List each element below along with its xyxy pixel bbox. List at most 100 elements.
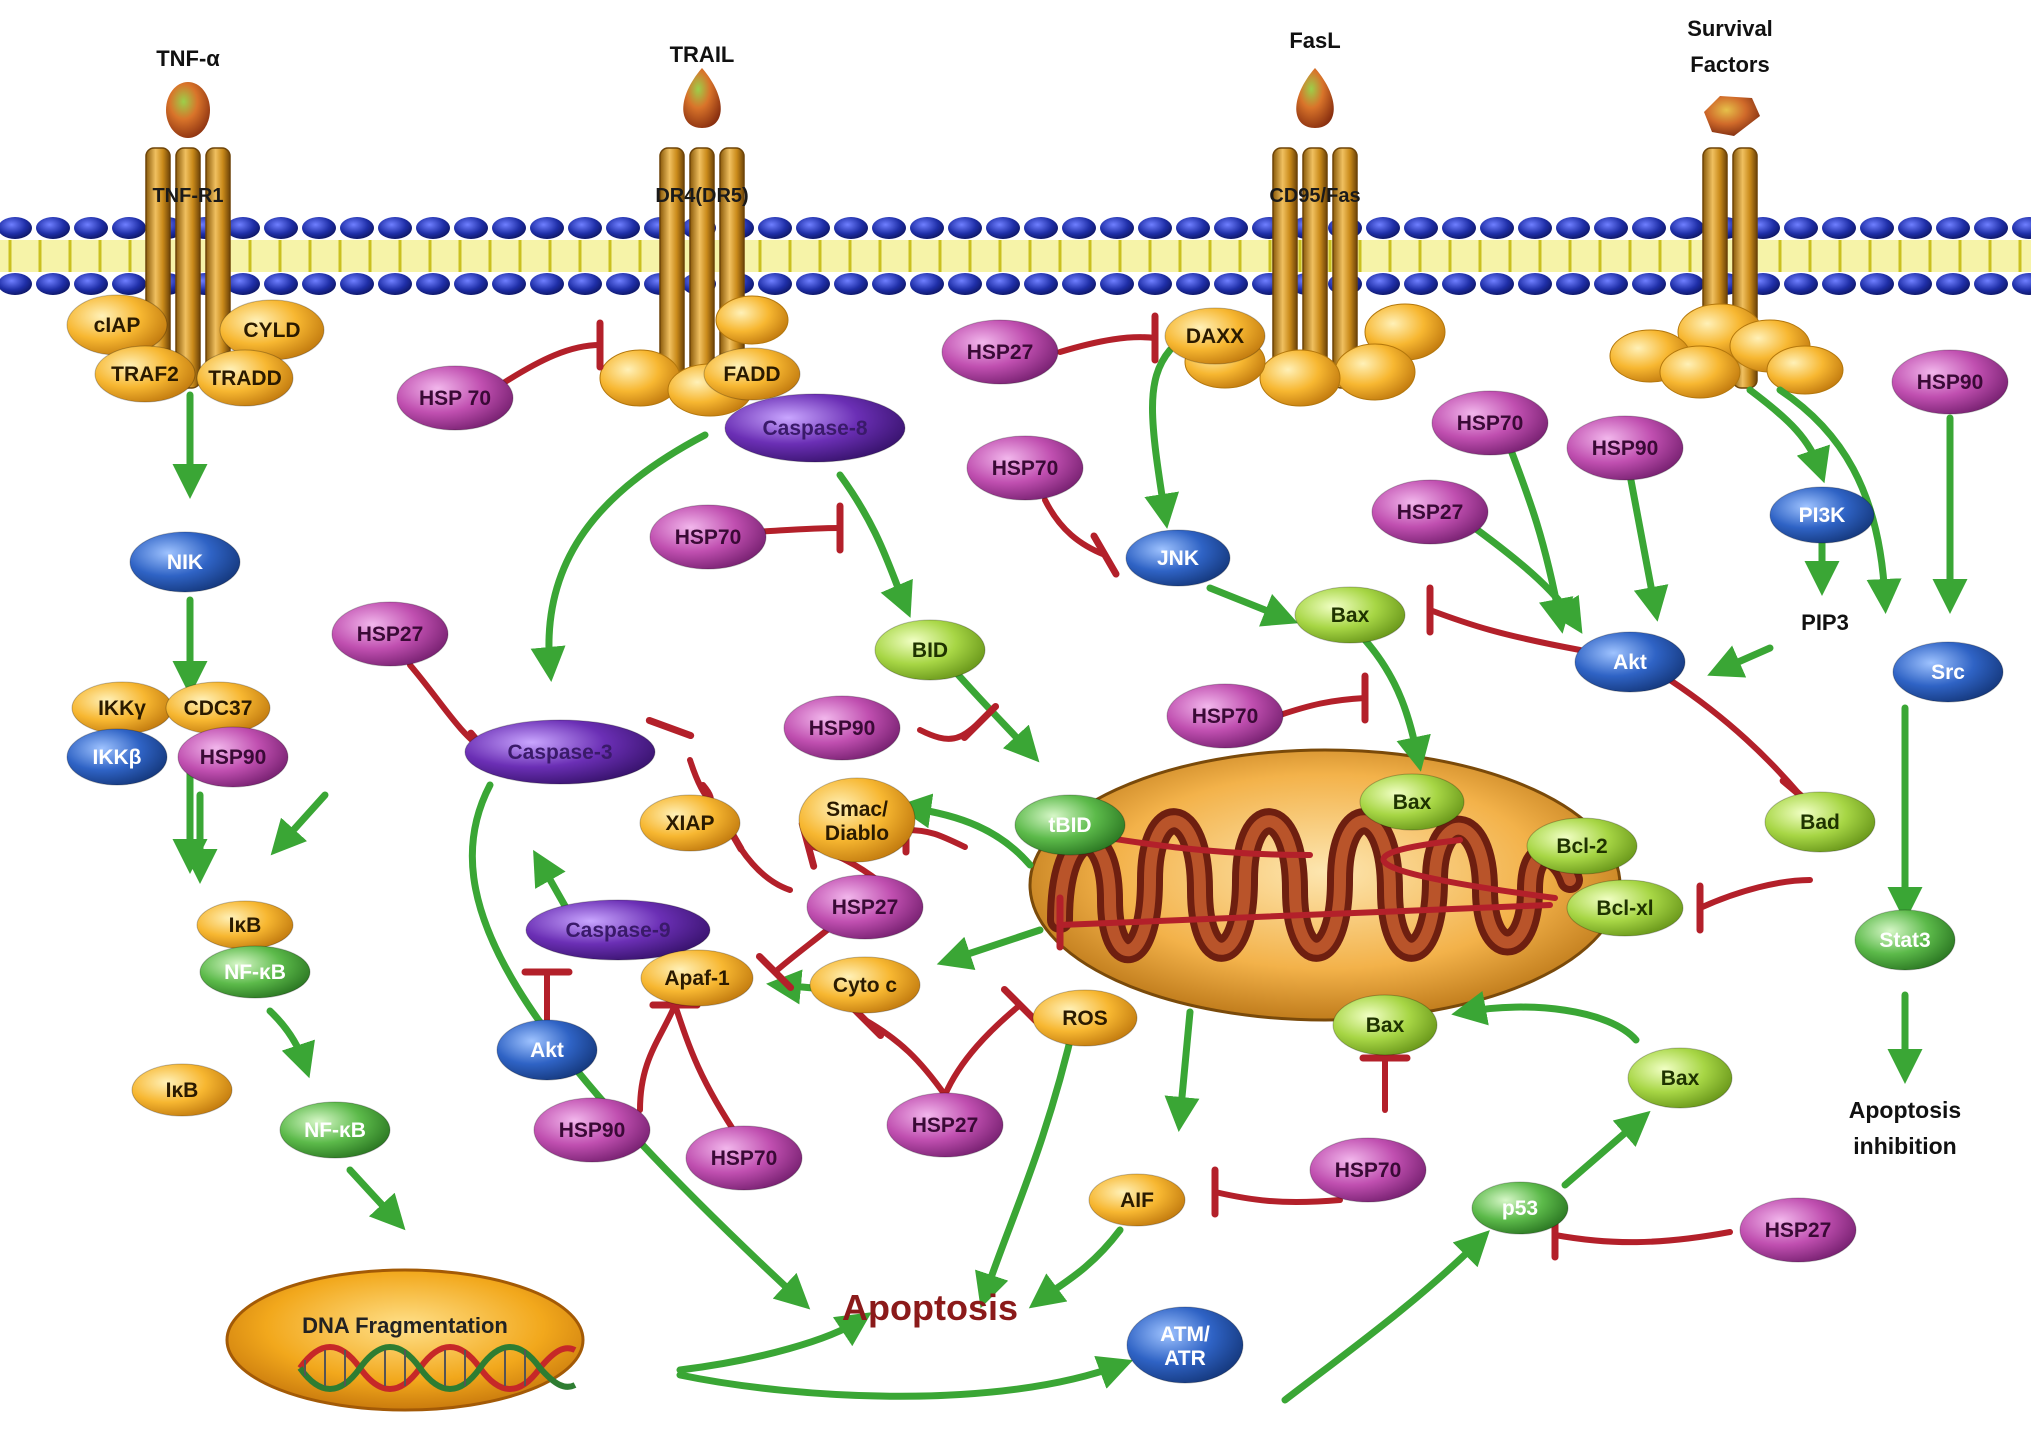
pip3-label: PIP3 xyxy=(1801,610,1849,635)
ligand-label-fasl: FasL xyxy=(1289,28,1340,53)
node-label: HSP90 xyxy=(1592,437,1659,460)
node-label: HSP70 xyxy=(992,457,1059,480)
node-label: Apaf-1 xyxy=(664,967,730,990)
node-label: TRADD xyxy=(208,367,282,390)
node-label: HSP27 xyxy=(967,341,1034,364)
node-ikb-top: IκB xyxy=(196,900,294,950)
node-pi3k: PI3K xyxy=(1769,486,1875,544)
node-label: Smac/ xyxy=(826,798,888,821)
pathway-links xyxy=(172,312,1968,1404)
node-label: Bad xyxy=(1800,811,1840,834)
node-bcl-xl: Bcl-xl xyxy=(1566,879,1684,937)
node-hsp90-src: HSP90 xyxy=(1891,349,2009,415)
node-label: HSP27 xyxy=(1765,1219,1832,1242)
activation-arrow xyxy=(975,1016,1079,1309)
node-label: NF-κB xyxy=(304,1119,366,1142)
activation-arrow xyxy=(1164,1008,1200,1132)
activation-arrow xyxy=(270,791,329,856)
node-ikkg: IKKγ xyxy=(71,681,173,735)
node-aif: AIF xyxy=(1088,1173,1186,1227)
inhibition-line xyxy=(1057,334,1158,355)
activation-arrow xyxy=(530,431,709,682)
node-caspase9: Caspase-9 xyxy=(525,899,711,961)
activation-arrow xyxy=(1626,471,1669,622)
node-label: HSP90 xyxy=(1917,371,1984,394)
node-label: IκB xyxy=(229,914,262,937)
node-label: IKKβ xyxy=(93,746,142,769)
node-label: JNK xyxy=(1157,547,1199,570)
node-label: NF-κB xyxy=(224,961,286,984)
inhibition-line xyxy=(637,1002,678,1113)
node-label: HSP90 xyxy=(559,1119,626,1142)
node-hsp27-daxx: HSP27 xyxy=(941,319,1059,385)
node-label: HSP27 xyxy=(832,896,899,919)
activation-arrow xyxy=(1144,346,1180,529)
node-label: CDC37 xyxy=(184,697,253,720)
ligand-label-tnf: TNF-α xyxy=(156,46,220,71)
activation-arrow xyxy=(1707,644,1774,678)
node-ikkb: IKKβ xyxy=(66,728,168,786)
node-label: TRAF2 xyxy=(111,363,179,386)
apoptosis-label: Apoptosis xyxy=(842,1287,1018,1328)
inhibition-bar xyxy=(645,716,695,740)
node-caspase3: Caspase-3 xyxy=(464,719,656,785)
node-nfkb-free: NF-κB xyxy=(279,1101,391,1159)
node-apaf1: Apaf-1 xyxy=(640,949,754,1007)
node-label: XIAP xyxy=(665,812,714,835)
activation-arrow xyxy=(836,471,913,618)
node-label: HSP90 xyxy=(200,746,267,769)
inhibition-line xyxy=(1042,497,1108,558)
node-label: HSP27 xyxy=(1397,501,1464,524)
node-hsp70-apaf: HSP70 xyxy=(685,1125,803,1191)
node-label: p53 xyxy=(1502,1197,1538,1220)
node-smac: Smac/Diablo xyxy=(798,777,916,863)
activation-arrow xyxy=(1451,990,1640,1044)
node-hsp27-smac: HSP27 xyxy=(806,874,924,940)
node-ciap: cIAP xyxy=(66,294,168,356)
inhibition-line xyxy=(1380,837,1558,901)
node-label: ATM/ xyxy=(1160,1323,1210,1346)
node-label: NIK xyxy=(167,551,203,574)
node-bcl2: Bcl-2 xyxy=(1526,817,1638,875)
node-bax-mito: Bax xyxy=(1359,773,1465,831)
inhibition-line xyxy=(502,342,603,385)
activation-arrow xyxy=(266,1007,315,1079)
inhibition-line xyxy=(903,827,968,850)
node-hsp90-ikk: HSP90 xyxy=(177,726,289,788)
node-src: Src xyxy=(1892,641,2004,703)
node-hsp90-tbid: HSP90 xyxy=(783,695,901,761)
node-traf2: TRAF2 xyxy=(94,345,196,403)
node-hsp70-bax: HSP70 xyxy=(1166,683,1284,749)
node-cdc37: CDC37 xyxy=(165,681,271,735)
dna-fragmentation-label: DNA Fragmentation xyxy=(302,1313,508,1338)
inhibition-line xyxy=(752,525,843,535)
node-hsp70-trail: HSP 70 xyxy=(396,365,514,431)
activation-arrow xyxy=(1028,1226,1124,1309)
ligand-label-survival-2: Factors xyxy=(1690,52,1769,77)
node-nfkb-top: NF-κB xyxy=(199,945,311,999)
activation-arrow xyxy=(1776,386,1902,614)
node-caspase8-top: Caspase-8 xyxy=(724,393,906,463)
node-label: HSP27 xyxy=(912,1114,979,1137)
node-label: ROS xyxy=(1062,1007,1108,1030)
node-label: Bax xyxy=(1331,604,1370,627)
node-label: Akt xyxy=(1613,651,1647,674)
node-hsp70-akt: HSP70 xyxy=(1431,390,1549,456)
node-tradd: TRADD xyxy=(196,349,294,407)
node-label: Bax xyxy=(1661,1067,1700,1090)
node-label: ATR xyxy=(1164,1347,1206,1370)
activation-arrow xyxy=(676,1312,872,1374)
node-label: Bax xyxy=(1393,791,1432,814)
inhibition-line xyxy=(672,1002,743,1143)
node-label: cIAP xyxy=(94,314,141,337)
node-label: HSP 70 xyxy=(419,387,491,410)
receptors xyxy=(145,68,1844,417)
node-label: tBID xyxy=(1048,814,1091,837)
node-ros: ROS xyxy=(1032,989,1138,1047)
activation-arrow xyxy=(1281,1230,1490,1404)
node-hsp27-cytoc: HSP27 xyxy=(886,1092,1004,1158)
node-label: Bcl-xl xyxy=(1596,897,1653,920)
